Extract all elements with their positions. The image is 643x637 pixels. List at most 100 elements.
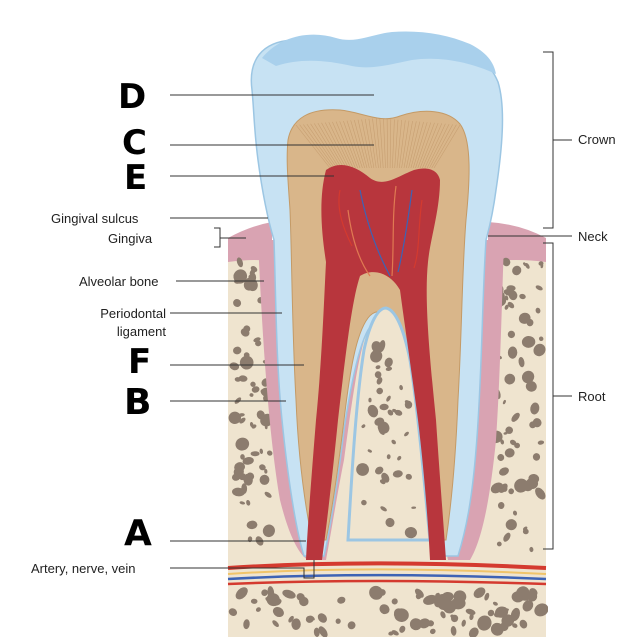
- bone-spot: [386, 454, 391, 460]
- bone-spot: [535, 285, 543, 291]
- bone-spot: [507, 330, 516, 339]
- dentin-tubule: [426, 123, 450, 169]
- dentin-tubule: [433, 124, 461, 169]
- bone-spot: [493, 610, 505, 618]
- dentin-tubule: [410, 121, 424, 169]
- dentin-tubule: [394, 119, 399, 169]
- bone-spot: [376, 387, 383, 395]
- dentin-tubule: [372, 118, 379, 169]
- dentin-tubule: [346, 120, 363, 169]
- bone-spot: [418, 618, 431, 629]
- bone-spot: [375, 466, 384, 475]
- bone-spot: [239, 355, 254, 370]
- bone-spot: [272, 606, 284, 618]
- bone-spot: [450, 614, 456, 619]
- label-neck: Neck: [578, 229, 608, 244]
- bone-spot: [337, 596, 346, 604]
- bone-spot: [255, 607, 261, 612]
- bone-spot: [305, 615, 314, 623]
- dentin-tubule: [375, 118, 382, 169]
- bone-spot: [256, 410, 265, 420]
- bone-spot: [392, 408, 397, 413]
- bone-spot: [228, 608, 238, 616]
- bone-spot: [490, 482, 504, 494]
- label-root: Root: [578, 389, 606, 404]
- label-periodontal-ligament-line1: Periodontal: [100, 306, 166, 321]
- dentin-tubule: [406, 121, 417, 169]
- bone-spot: [335, 618, 341, 624]
- bone-spot: [317, 613, 327, 623]
- bone-spot: [243, 619, 250, 630]
- dentin-tubule: [364, 119, 375, 169]
- bone-spot: [487, 609, 495, 617]
- bone-spot: [508, 488, 515, 495]
- bone-spot: [521, 335, 536, 348]
- bone-spot: [497, 454, 505, 461]
- dentin-tubule: [431, 124, 457, 169]
- bone-spot: [262, 524, 275, 538]
- bone-spot: [523, 262, 527, 267]
- bone-spot: [507, 346, 518, 359]
- bone-spot: [266, 450, 273, 456]
- bone-spot: [404, 526, 417, 539]
- bone-spot: [235, 587, 248, 600]
- bone-spot: [288, 615, 294, 623]
- bone-spot: [376, 377, 383, 385]
- bone-spot: [490, 622, 504, 636]
- bone-spot: [370, 349, 383, 363]
- handwritten-label-f: F: [128, 342, 152, 382]
- artery-nerve-vein-bundle: [227, 561, 547, 586]
- bone-spot: [535, 307, 541, 314]
- dentin-tubule: [422, 123, 443, 169]
- handwritten-label-c: C: [122, 123, 147, 163]
- bone-spot: [369, 585, 384, 600]
- bone-spot: [492, 601, 498, 606]
- dentin-tubule: [295, 124, 331, 169]
- dentin-tubule: [392, 119, 395, 169]
- bone-spot: [367, 404, 379, 418]
- bone-spot: [272, 620, 279, 627]
- pulp-vessels: [338, 185, 423, 277]
- bone-spot: [437, 597, 451, 610]
- dentin-tubule: [415, 122, 432, 169]
- bone-spot: [415, 593, 422, 600]
- dentin-tubule: [317, 122, 345, 169]
- dentin-tubule: [429, 124, 453, 169]
- bone-spot: [471, 627, 478, 634]
- bone-spot: [453, 590, 467, 603]
- bone-spot: [504, 304, 509, 310]
- bone-spot: [511, 412, 520, 422]
- bone-spot: [507, 301, 515, 309]
- bone-spot: [250, 451, 260, 457]
- bone-spot: [243, 438, 248, 443]
- bone-spot: [527, 591, 538, 602]
- bone-spot: [404, 400, 413, 409]
- bone-spot: [259, 464, 266, 471]
- bone-spot: [518, 356, 525, 368]
- bone-spot: [522, 528, 529, 535]
- dentin-tubule: [403, 120, 413, 169]
- bone-spot: [404, 431, 409, 437]
- bone-spot: [469, 613, 474, 621]
- bone-spot: [510, 607, 521, 622]
- dentin-tubule: [354, 119, 368, 169]
- dentin-tubule: [389, 119, 392, 169]
- bone-spot: [512, 623, 518, 628]
- bone-spot: [347, 621, 356, 630]
- inter-root-bone-spots: [356, 340, 417, 539]
- bone-spot: [361, 499, 367, 506]
- bone-spot: [282, 589, 296, 599]
- bone-spot: [250, 381, 256, 387]
- bone-spot: [246, 520, 258, 530]
- bone-spot: [538, 261, 544, 266]
- dentin-tubule: [417, 122, 435, 169]
- bone-spot: [386, 395, 391, 402]
- handwritten-label-e: E: [124, 158, 148, 198]
- bone-spot: [233, 271, 241, 280]
- bone-spot: [233, 466, 244, 477]
- dentin-tubule: [408, 121, 421, 169]
- bone-spot: [500, 439, 505, 445]
- bone-spot: [477, 620, 483, 626]
- bone-spot: [501, 607, 507, 613]
- bone-spot: [538, 336, 544, 342]
